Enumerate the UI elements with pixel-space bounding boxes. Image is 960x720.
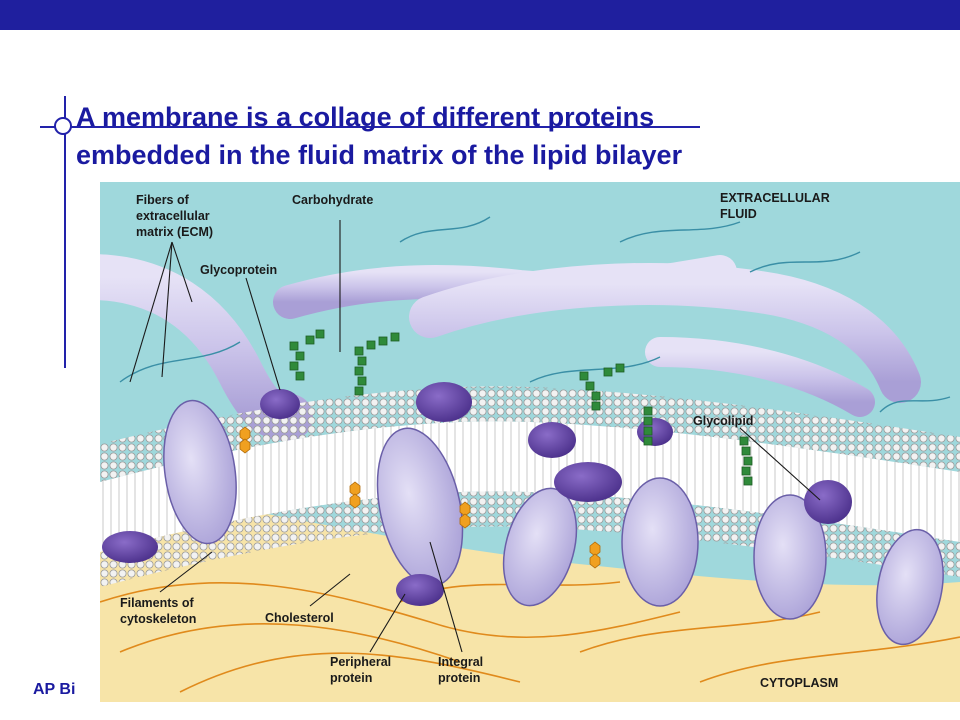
slide-title: A membrane is a collage of different pro… bbox=[76, 98, 936, 174]
label-extracellular-line-2: FLUID bbox=[720, 207, 757, 221]
leader-lines bbox=[129, 220, 821, 653]
label-integral-line-1: Integral bbox=[438, 655, 483, 669]
label-filaments-line-1: Filaments of bbox=[120, 596, 194, 610]
label-glycoprotein: Glycoprotein bbox=[200, 263, 277, 277]
label-filaments-line-2: cytoskeleton bbox=[120, 612, 196, 626]
carbohydrate-chains bbox=[289, 329, 753, 486]
course-label: AP Bi bbox=[33, 681, 76, 698]
label-cytoplasm: CYTOPLASM bbox=[760, 676, 838, 690]
label-integral-line-2: protein bbox=[438, 671, 480, 685]
ecm-branches bbox=[119, 216, 951, 413]
label-carbohydrate: Carbohydrate bbox=[292, 193, 373, 207]
top-banner bbox=[0, 0, 960, 30]
label-ecm-line-2: extracellular bbox=[136, 209, 210, 223]
crosshair-icon bbox=[54, 117, 72, 135]
label-glycolipid: Glycolipid bbox=[693, 414, 753, 428]
decor-horizontal-line bbox=[40, 126, 700, 128]
label-peripheral-line-2: protein bbox=[330, 671, 372, 685]
label-ecm-line-3: matrix (ECM) bbox=[136, 225, 213, 239]
cholesterol-molecules bbox=[239, 426, 601, 569]
decor-vertical-line bbox=[64, 96, 66, 368]
slide-title-line-2: embedded in the fluid matrix of the lipi… bbox=[76, 140, 683, 170]
peripheral-proteins bbox=[102, 382, 852, 606]
label-extracellular-line-1: EXTRACELLULAR bbox=[720, 191, 830, 205]
integral-proteins bbox=[163, 399, 944, 646]
label-ecm-line-1: Fibers of bbox=[136, 193, 190, 207]
label-cholesterol: Cholesterol bbox=[265, 611, 334, 625]
slide-title-line-1: A membrane is a collage of different pro… bbox=[76, 102, 655, 132]
label-peripheral-line-1: Peripheral bbox=[330, 655, 391, 669]
membrane-diagram: Fibers of extracellular matrix (ECM) Car… bbox=[100, 182, 960, 702]
diagram-labels: Fibers of extracellular matrix (ECM) Car… bbox=[120, 191, 838, 690]
